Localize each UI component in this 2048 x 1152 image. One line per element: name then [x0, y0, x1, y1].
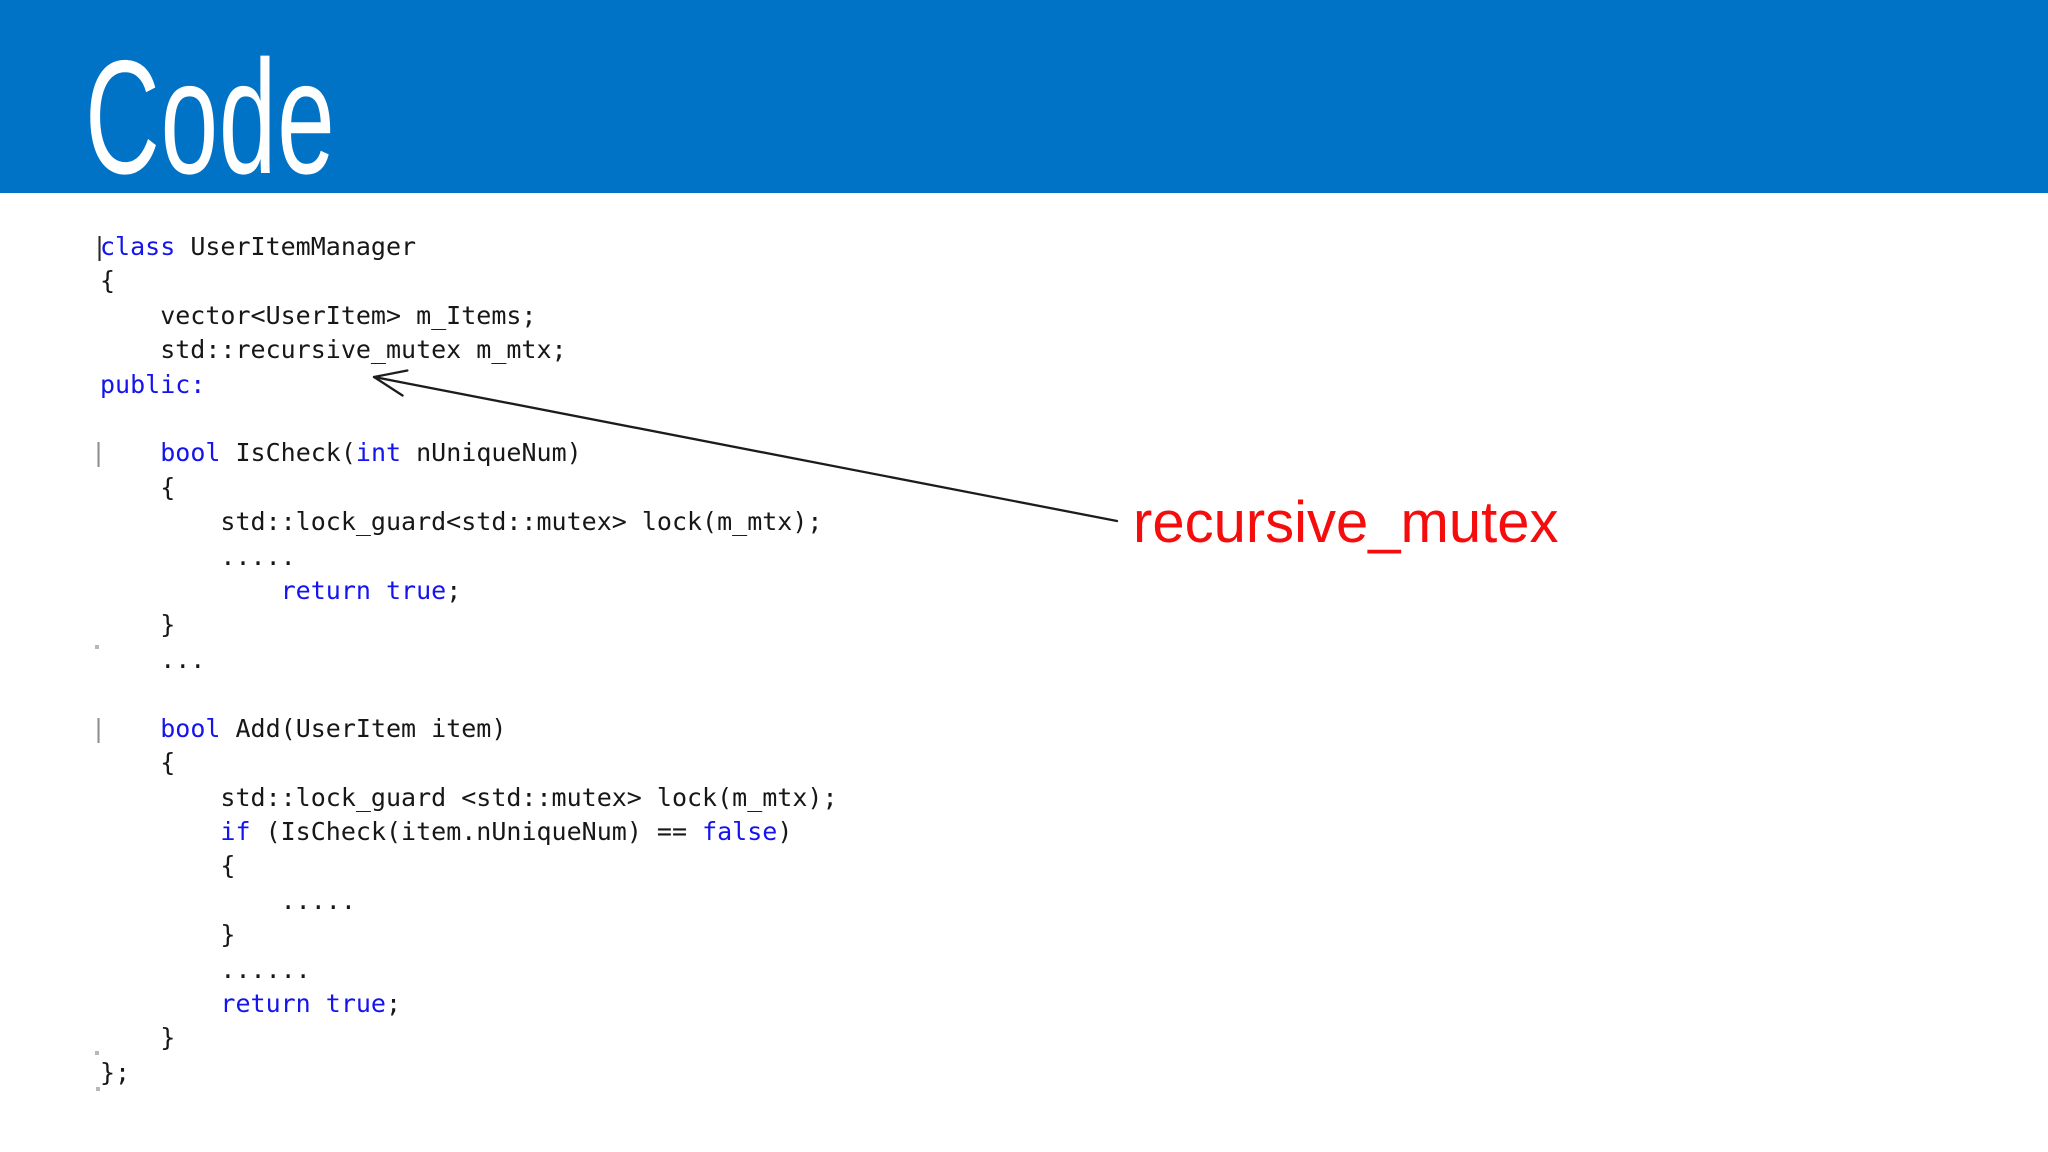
code-block: class UserItemManager { vector<UserItem>…: [100, 230, 838, 1090]
code-segment: ......: [100, 954, 311, 984]
gutter-mark: |: [91, 713, 107, 743]
code-segment: };: [100, 1057, 131, 1087]
code-segment: return true: [280, 576, 447, 606]
code-segment: }: [100, 1023, 176, 1053]
code-segment: public:: [100, 369, 206, 399]
gutter-mark: |: [92, 232, 108, 261]
code-segment: bool: [160, 438, 221, 468]
code-segment: [100, 989, 220, 1018]
code-segment: false: [702, 816, 778, 846]
code-segment: .....: [100, 885, 356, 915]
margin-speck: [95, 645, 99, 649]
code-segment: .....: [100, 541, 296, 571]
code-segment: vector<UserItem> m_Items;: [100, 300, 537, 330]
code-segment: int: [355, 438, 402, 468]
annotation-label: recursive_mutex: [1133, 490, 1559, 555]
code-segment: {: [100, 266, 116, 296]
code-segment: bool: [160, 713, 221, 743]
title-bar: Code: [0, 0, 2048, 199]
code-segment: ;: [446, 576, 462, 606]
code-segment: return true: [220, 988, 386, 1018]
code-segment: (IsCheck(item.nUniqueNum) ==: [250, 816, 703, 846]
margin-speck: [95, 1051, 99, 1055]
code-segment: std::lock_guard<std::mutex> lock(m_mtx);: [100, 507, 823, 537]
code-segment: nUniqueNum): [401, 438, 582, 468]
slide-title: Code: [85, 27, 336, 208]
code-segment: }: [100, 610, 176, 640]
code-segment: class: [100, 232, 176, 261]
code-segment: std::lock_guard <std::mutex> lock(m_mtx)…: [100, 782, 838, 812]
code-segment: {: [100, 851, 236, 881]
code-segment: ;: [386, 988, 402, 1018]
code-segment: {: [100, 472, 176, 502]
code-segment: Add(UserItem item): [220, 713, 507, 743]
code-segment: if: [220, 816, 251, 846]
code-segment: ): [777, 816, 793, 846]
code-segment: ...: [100, 644, 206, 674]
code-segment: [100, 817, 220, 846]
code-segment: [100, 714, 160, 743]
code-segment: IsCheck(: [220, 438, 356, 468]
code-segment: [100, 438, 160, 467]
margin-speck: [96, 1087, 100, 1091]
code-segment: std::recursive_mutex m_mtx;: [100, 335, 567, 365]
code-segment: UserItemManager: [175, 232, 417, 261]
code-segment: [100, 576, 281, 605]
gutter-mark: |: [91, 438, 107, 468]
code-segment: }: [100, 920, 236, 950]
code-segment: {: [100, 748, 176, 778]
